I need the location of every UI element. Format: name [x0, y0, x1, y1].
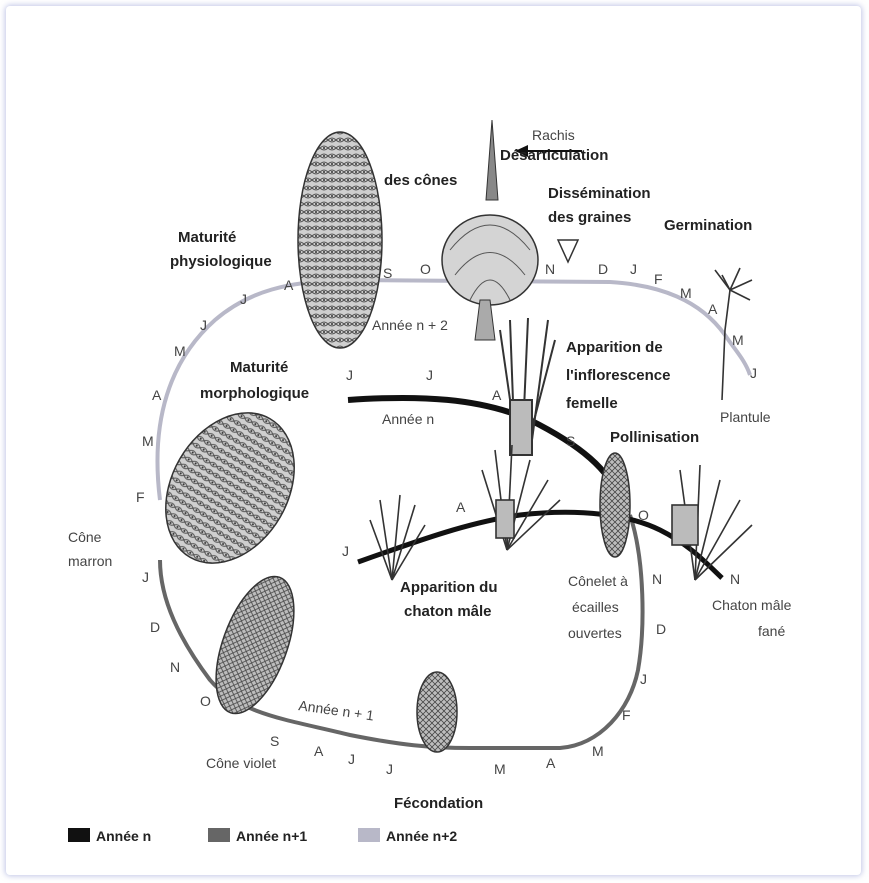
label-chaton-fane-1: Chaton mâle: [712, 597, 792, 613]
month-left-j: J: [142, 569, 149, 585]
label-annee-n2: Année n + 2: [372, 317, 448, 333]
month-top-d: D: [598, 261, 608, 277]
brown-cone-illustration: [140, 390, 320, 587]
month-inner-j2: J: [426, 367, 433, 383]
month-top-n: N: [545, 261, 555, 277]
month-male-n: N: [730, 571, 740, 587]
male-shoot-illustration-3: [672, 465, 752, 580]
month-rightlow-j: J: [640, 671, 647, 687]
month-upper-a: A: [284, 277, 294, 293]
male-shoot-illustration-1: [370, 495, 425, 580]
month-top-f: F: [654, 271, 663, 287]
legend-swatch-year-n: [68, 828, 90, 842]
month-bottom-m2: M: [592, 743, 604, 759]
label-apparition-chaton-1: Apparition du: [400, 579, 498, 596]
month-bottom-j2: J: [386, 761, 393, 777]
month-male-j: J: [342, 543, 349, 559]
legend-swatch-year-n2: [358, 828, 380, 842]
month-top-m: M: [680, 285, 692, 301]
month-inner-a: A: [492, 387, 502, 403]
month-left-d: D: [150, 619, 160, 635]
label-cone-marron-1: Cône: [68, 529, 102, 545]
month-inner-j1: J: [346, 367, 353, 383]
label-dissemination-2: des graines: [548, 209, 631, 226]
label-rachis: Rachis: [532, 127, 575, 143]
label-annee-n1: Année n + 1: [298, 697, 376, 723]
month-rightlow-f: F: [622, 707, 631, 723]
month-right-a: A: [708, 301, 718, 317]
month-upper-a2: A: [152, 387, 162, 403]
month-bottom-a2: A: [546, 755, 556, 771]
month-bottom-a: A: [314, 743, 324, 759]
month-inner-s: S: [566, 433, 575, 449]
month-bottom-j1: J: [348, 751, 355, 767]
month-right-m: M: [732, 332, 744, 348]
month-upper-j1: J: [240, 291, 247, 307]
label-annee-n: Année n: [382, 411, 434, 427]
label-pollinisation: Pollinisation: [610, 429, 699, 446]
fertilization-cone-illustration: [417, 672, 457, 752]
label-cone-violet: Cône violet: [206, 755, 276, 771]
month-top-s: S: [383, 265, 392, 281]
label-maturite-morph-2: morphologique: [200, 385, 309, 402]
month-bottom-m: M: [494, 761, 506, 777]
month-right-j: J: [750, 365, 757, 381]
month-top-j: J: [630, 261, 637, 277]
month-left-f: F: [136, 489, 145, 505]
label-maturite-phys-2: physiologique: [170, 253, 272, 270]
violet-cone-illustration: [200, 566, 309, 723]
month-inner-o: O: [638, 507, 649, 523]
label-apparition-inflo-2: l'inflorescence: [566, 367, 670, 384]
label-plantule: Plantule: [720, 409, 771, 425]
label-maturite-morph-1: Maturité: [230, 359, 288, 376]
female-inflorescence-illustration: [500, 318, 555, 455]
label-dissemination-1: Dissémination: [548, 185, 651, 202]
month-upper-m2: M: [142, 433, 154, 449]
legend-label-year-n1: Année n+1: [236, 828, 307, 844]
legend-label-year-n2: Année n+2: [386, 828, 457, 844]
legend: Année n Année n+1 Année n+2: [68, 828, 457, 844]
label-conelet-1: Cônelet à: [568, 573, 628, 589]
label-fecondation: Fécondation: [394, 795, 483, 812]
month-left-o: O: [200, 693, 211, 709]
month-male-a: A: [456, 499, 466, 515]
month-left-n: N: [170, 659, 180, 675]
month-top-o: O: [420, 261, 431, 277]
mature-cone-illustration: [298, 132, 382, 348]
male-shoot-illustration-2: [482, 445, 560, 550]
conelet-illustration: [600, 453, 630, 557]
month-rightlow-d: D: [656, 621, 666, 637]
label-apparition-inflo-3: femelle: [566, 395, 618, 412]
month-upper-j2: J: [200, 317, 207, 333]
label-maturite-phys-1: Maturité: [178, 229, 236, 246]
month-upper-m: M: [174, 343, 186, 359]
label-desarticulation-1: Désarticulation: [500, 147, 608, 164]
seed-icon: [558, 240, 578, 262]
label-apparition-inflo-1: Apparition de: [566, 339, 663, 356]
label-apparition-chaton-2: chaton mâle: [404, 603, 492, 620]
label-chaton-fane-2: fané: [758, 623, 785, 639]
label-cone-marron-2: marron: [68, 553, 112, 569]
label-conelet-2: écailles: [572, 599, 619, 615]
legend-swatch-year-n1: [208, 828, 230, 842]
label-desarticulation-2: des cônes: [384, 172, 457, 189]
label-conelet-3: ouvertes: [568, 625, 622, 641]
legend-label-year-n: Année n: [96, 828, 151, 844]
label-germination: Germination: [664, 217, 752, 234]
month-bottom-s: S: [270, 733, 279, 749]
month-inner-n: N: [652, 571, 662, 587]
